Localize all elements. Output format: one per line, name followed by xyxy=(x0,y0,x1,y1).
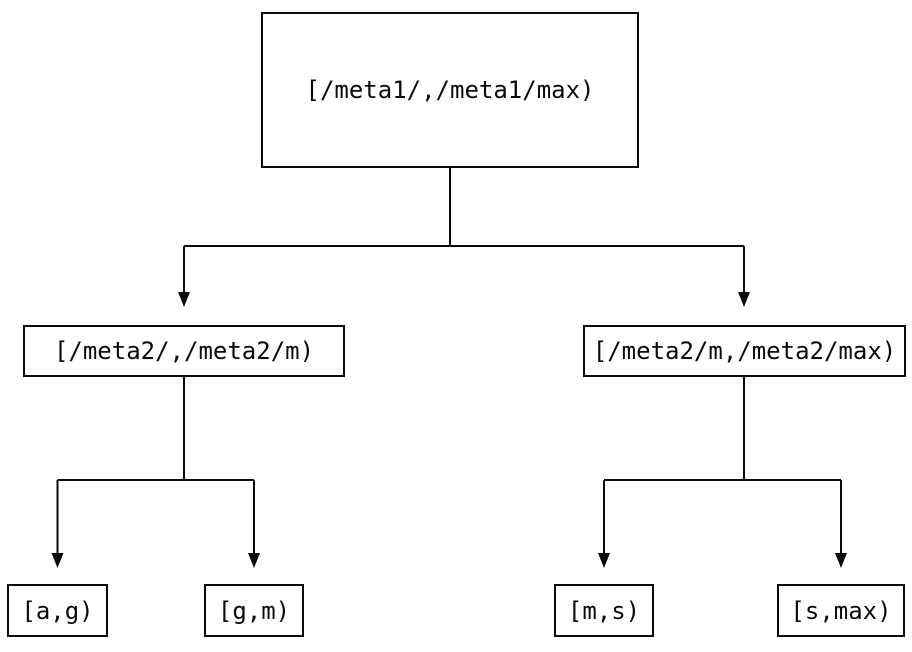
arrowhead-to-leaf-ms xyxy=(598,553,610,568)
edge-meta2-low-to-children xyxy=(56,377,255,553)
node-root: [/meta1/,/meta1/max) xyxy=(261,12,639,168)
node-leaf-g-m: [g,m) xyxy=(204,584,304,637)
node-leaf-g-m-label: [g,m) xyxy=(217,596,291,625)
node-root-label: [/meta1/,/meta1/max) xyxy=(305,76,595,104)
node-meta2-low: [/meta2/,/meta2/m) xyxy=(23,325,345,377)
arrowhead-to-leaf-ag xyxy=(51,553,64,568)
node-leaf-m-s-label: [m,s) xyxy=(567,596,641,625)
node-leaf-a-g-label: [a,g) xyxy=(21,596,94,625)
node-leaf-s-max-label: [s,max) xyxy=(790,596,892,625)
arrowhead-to-meta2-low xyxy=(178,292,190,307)
arrowhead-to-meta2-high xyxy=(738,292,750,307)
node-meta2-low-label: [/meta2/,/meta2/m) xyxy=(53,337,315,365)
edge-root-to-children xyxy=(183,168,745,292)
node-leaf-s-max: [s,max) xyxy=(777,584,905,637)
arrowhead-to-leaf-smax xyxy=(835,553,847,568)
node-leaf-m-s: [m,s) xyxy=(554,584,654,637)
node-meta2-high-label: [/meta2/m,/meta2/max) xyxy=(592,337,897,365)
edge-meta2-high-to-children xyxy=(603,377,842,553)
node-leaf-a-g: [a,g) xyxy=(7,584,108,637)
node-meta2-high: [/meta2/m,/meta2/max) xyxy=(583,325,906,377)
arrowhead-to-leaf-gm xyxy=(248,553,260,568)
